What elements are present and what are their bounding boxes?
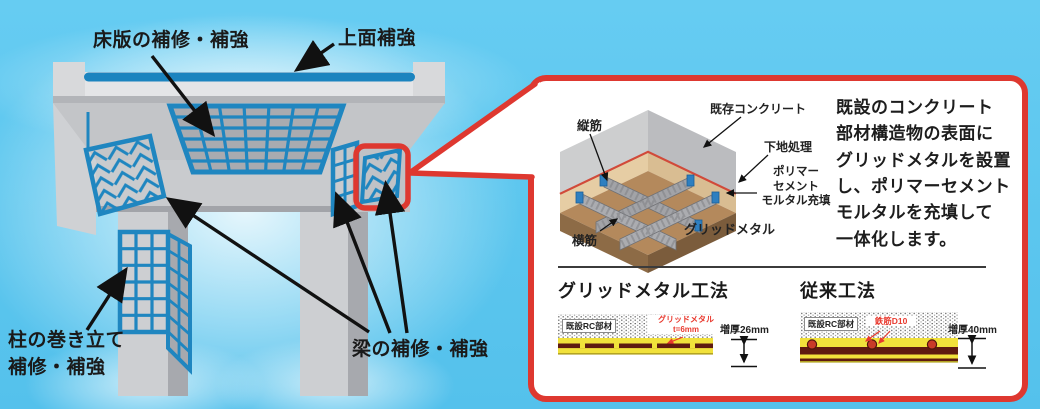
cutaway-block [559, 110, 769, 273]
label-surface-prep: 下地処理 [764, 140, 813, 154]
label-top-surface: 上面補強 [338, 28, 417, 49]
label-polymer-fill: ポリマー セメント モルタル充填 [761, 166, 831, 208]
arrow-beam-boxed [374, 179, 409, 334]
label-column-wrap: 柱の巻き立て 補修・補強 [8, 330, 126, 378]
top-surface-reinforcement-bar [84, 72, 415, 82]
member-label-gridmetal: 既設RC部材 [562, 319, 616, 333]
thickness-conventional: 増厚40mm [948, 325, 997, 336]
beam-end-herringbone-left [83, 133, 167, 217]
pier-columns [118, 212, 368, 396]
beam-side-grid-right [330, 140, 360, 218]
soffit-grid [86, 103, 347, 175]
rebar-circles [806, 339, 938, 350]
method-description: 既設のコンクリート 部材構造物の表面に グリッドメタルを設置 し、ポリマーセメン… [836, 98, 1011, 249]
label-deck-repair: 床版の補修・補強 [93, 30, 250, 51]
cutaway-leaders [589, 116, 769, 232]
arrow-deck-repair [150, 54, 216, 138]
arrow-beam-left [165, 197, 370, 334]
bridge-deck [53, 62, 445, 104]
arrow-column-wrap [85, 266, 128, 331]
label-grid-metal: グリッドメタル [684, 222, 776, 237]
callout-illustrations [558, 110, 986, 369]
arrow-top-surface [293, 39, 335, 72]
zoom-wedge [408, 81, 540, 180]
layer-label-gridmetal: グリッドメタル t=6mm [648, 315, 724, 335]
label-vertical-rebar: 縦筋 [577, 119, 603, 133]
section-title-gridmetal: グリッドメタル工法 [558, 281, 729, 301]
thickness-gridmetal: 増厚26mm [720, 325, 769, 336]
column-wrap-grid [117, 229, 192, 375]
section-title-conventional: 従来工法 [800, 281, 876, 301]
dimension-40mm [958, 334, 986, 369]
callout-panel: 縦筋 既存コンクリート 下地処理 ポリマー セメント モルタル充填 グリッドメタ… [528, 75, 1028, 402]
beam-end-herringbone-boxed [359, 147, 403, 205]
dimension-26mm [731, 335, 757, 368]
layer-label-conventional: 鉄筋D10 [866, 316, 916, 327]
arrow-beam-side [333, 191, 392, 334]
label-horizontal-rebar: 横筋 [572, 234, 598, 248]
section-divider [558, 266, 986, 268]
zoom-highlight-box [353, 143, 411, 211]
label-existing-concrete: 既存コンクリート [710, 102, 807, 116]
annotation-arrows [85, 39, 409, 334]
label-beam-repair: 梁の補修・補強 [352, 339, 489, 360]
pier-cap [53, 103, 445, 235]
member-label-conventional: 既設RC部材 [804, 317, 858, 331]
